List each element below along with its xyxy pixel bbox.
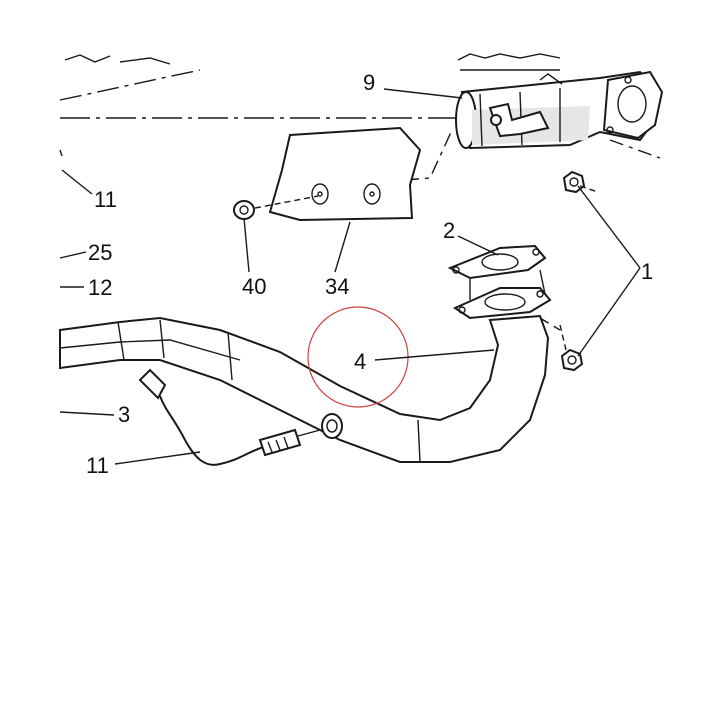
callout-3: 3 bbox=[118, 402, 130, 427]
callout-12: 12 bbox=[88, 275, 112, 300]
front-exhaust-pipe bbox=[59, 269, 561, 463]
top-fragment-right bbox=[457, 53, 561, 71]
callout-2: 2 bbox=[443, 218, 455, 243]
reference-line-shield bbox=[404, 129, 453, 181]
reference-line-right bbox=[609, 139, 661, 159]
leader-lines bbox=[59, 88, 641, 465]
callout-40: 40 bbox=[242, 274, 266, 299]
callout-11-top: 11 bbox=[94, 187, 117, 212]
gasket bbox=[447, 244, 547, 280]
callout-25: 25 bbox=[88, 240, 112, 265]
callout-1: 1 bbox=[641, 259, 653, 284]
top-fragment-left bbox=[59, 54, 201, 101]
nut-1-lower bbox=[559, 324, 584, 372]
callout-11-bottom: 11 bbox=[86, 453, 109, 478]
oxygen-sensor bbox=[138, 368, 343, 466]
callout-4: 4 bbox=[354, 349, 366, 374]
callout-9: 9 bbox=[363, 70, 375, 95]
catalytic-converter bbox=[455, 70, 664, 150]
heat-shield bbox=[268, 126, 422, 222]
nut-40 bbox=[233, 195, 319, 220]
callout-34: 34 bbox=[325, 274, 349, 299]
